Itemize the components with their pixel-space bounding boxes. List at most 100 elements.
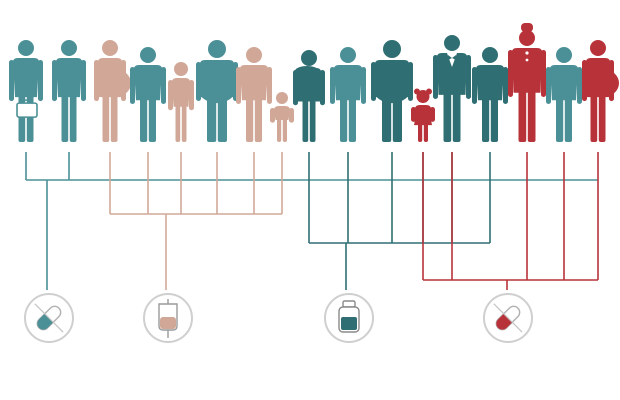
left-arm bbox=[9, 60, 14, 102]
torso bbox=[134, 65, 162, 101]
left-leg bbox=[277, 118, 282, 142]
left-leg bbox=[61, 95, 69, 142]
right-leg bbox=[148, 98, 156, 142]
right-arm bbox=[430, 107, 435, 122]
connector-lines bbox=[25, 152, 599, 290]
left-leg bbox=[382, 95, 392, 142]
torso bbox=[172, 78, 190, 107]
left-arm bbox=[546, 67, 551, 104]
torso bbox=[274, 106, 290, 120]
right-arm bbox=[320, 70, 325, 106]
left-leg bbox=[518, 90, 527, 142]
hunched-back bbox=[295, 66, 319, 76]
capsule-half bbox=[37, 313, 54, 330]
head bbox=[556, 47, 572, 63]
right-arm bbox=[81, 60, 86, 102]
heavy-woman-figure bbox=[196, 40, 238, 142]
torso bbox=[476, 65, 504, 101]
bag-fluid bbox=[160, 317, 176, 329]
torso bbox=[437, 53, 467, 95]
pigtail bbox=[426, 88, 432, 95]
older-man-figure bbox=[130, 47, 166, 142]
head bbox=[276, 92, 288, 104]
left-arm bbox=[472, 67, 477, 104]
right-arm bbox=[503, 67, 508, 104]
right-leg bbox=[452, 92, 461, 142]
belly bbox=[99, 69, 131, 98]
right-leg bbox=[598, 95, 606, 142]
group-pill-lines bbox=[25, 152, 598, 290]
head bbox=[340, 47, 356, 63]
right-leg bbox=[348, 98, 356, 142]
bow-tie bbox=[448, 55, 456, 60]
capsule-half bbox=[496, 313, 513, 330]
right-leg bbox=[564, 98, 572, 142]
left-leg bbox=[443, 92, 452, 142]
left-leg bbox=[340, 98, 348, 142]
right-leg bbox=[254, 98, 262, 142]
pregnant-woman-figure bbox=[582, 40, 619, 142]
right-arm bbox=[38, 60, 43, 102]
left-leg bbox=[482, 98, 490, 142]
left-leg bbox=[207, 95, 217, 142]
woman-with-briefcase-figure bbox=[9, 40, 43, 142]
belly bbox=[587, 69, 619, 98]
right-leg bbox=[392, 95, 402, 142]
belly bbox=[196, 67, 238, 104]
head bbox=[444, 35, 460, 51]
pregnant-woman-figure bbox=[94, 40, 131, 142]
treatment-icons bbox=[24, 293, 533, 343]
capsule-shape bbox=[493, 303, 523, 333]
left-arm bbox=[52, 60, 57, 102]
head bbox=[246, 47, 262, 63]
capsule-shape bbox=[34, 303, 64, 333]
left-arm bbox=[411, 107, 416, 122]
right-leg bbox=[282, 118, 287, 142]
people-row bbox=[9, 23, 619, 142]
right-leg bbox=[490, 98, 498, 142]
older-woman-figure bbox=[236, 47, 272, 142]
button bbox=[525, 58, 529, 62]
torso bbox=[56, 58, 82, 98]
chef-hat bbox=[521, 23, 533, 32]
woman-figure bbox=[472, 47, 508, 142]
bottle-cap bbox=[342, 300, 356, 308]
iv-bag-icon bbox=[143, 293, 193, 343]
right-leg bbox=[26, 95, 34, 142]
right-arm bbox=[161, 67, 166, 104]
dress bbox=[414, 109, 432, 126]
left-arm bbox=[433, 55, 438, 100]
pill-icon bbox=[24, 293, 74, 343]
group-capsule-lines bbox=[422, 152, 599, 290]
right-leg bbox=[181, 104, 187, 142]
right-arm bbox=[289, 108, 294, 123]
head bbox=[519, 30, 535, 46]
head bbox=[208, 40, 226, 58]
left-arm bbox=[330, 67, 335, 104]
torso bbox=[512, 48, 542, 93]
belly bbox=[371, 67, 413, 104]
left-arm bbox=[168, 80, 173, 111]
slash-line bbox=[34, 303, 64, 333]
head bbox=[301, 50, 317, 66]
right-arm bbox=[541, 50, 546, 97]
left-arm bbox=[508, 50, 513, 97]
left-leg bbox=[140, 98, 148, 142]
left-leg bbox=[175, 104, 181, 142]
left-leg bbox=[18, 95, 26, 142]
chef-figure bbox=[508, 23, 546, 142]
head bbox=[174, 62, 188, 76]
left-arm bbox=[270, 108, 275, 123]
left-arm bbox=[582, 60, 587, 102]
right-leg bbox=[110, 95, 118, 142]
head bbox=[61, 40, 77, 56]
head bbox=[416, 90, 430, 103]
left-leg bbox=[102, 95, 110, 142]
head bbox=[383, 40, 401, 58]
torso bbox=[550, 65, 578, 101]
torso bbox=[240, 65, 268, 101]
left-leg bbox=[556, 98, 564, 142]
right-leg bbox=[69, 95, 77, 142]
head bbox=[482, 47, 498, 63]
